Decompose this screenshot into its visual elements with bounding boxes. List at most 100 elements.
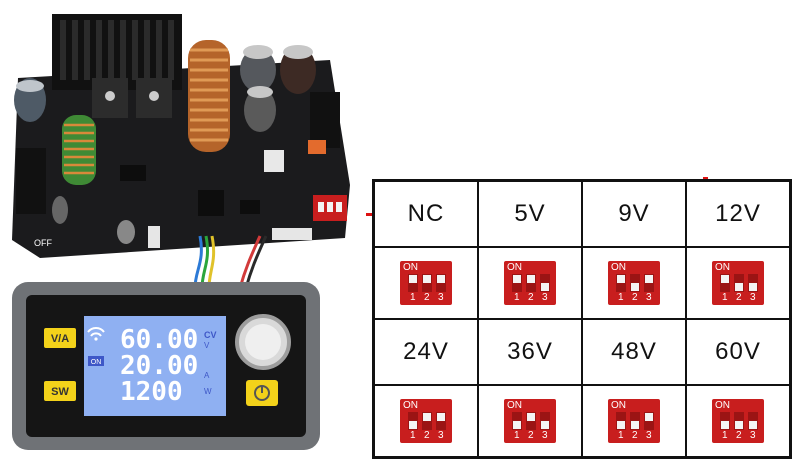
- voltage-readout: 60.00: [120, 325, 198, 355]
- dip-toggle: [512, 274, 522, 292]
- voltage-label: 60V: [715, 338, 761, 365]
- dip-toggle-knob: [423, 413, 431, 421]
- dip-number: 3: [750, 292, 756, 303]
- voltage-label-cell: 24V: [375, 320, 479, 386]
- dip-toggle: [408, 412, 418, 430]
- dip-on-label: ON: [507, 400, 522, 411]
- sw-button-label: SW: [51, 386, 69, 398]
- dip-number: 1: [618, 292, 624, 303]
- dip-number: 1: [514, 292, 520, 303]
- dip-on-label: ON: [403, 400, 418, 411]
- dip-toggle-knob: [617, 421, 625, 429]
- dip-toggle-knob: [721, 421, 729, 429]
- dip-number: 3: [438, 292, 444, 303]
- dip-number: 2: [632, 292, 638, 303]
- unit-w: W: [204, 387, 212, 396]
- dip-number: 1: [410, 292, 416, 303]
- dip-number: 2: [528, 292, 534, 303]
- dip-toggle: [734, 412, 744, 430]
- va-button[interactable]: [44, 328, 76, 348]
- dip-toggle-knob: [617, 275, 625, 283]
- dip-number: 1: [514, 430, 520, 441]
- dip-number: 3: [542, 292, 548, 303]
- dip-toggle: [644, 412, 654, 430]
- dip-toggle-knob: [437, 275, 445, 283]
- voltage-label-cell: 60V: [687, 320, 789, 386]
- power-readout: 1200: [120, 377, 183, 407]
- voltage-label-cell: 9V: [583, 182, 687, 248]
- dip-toggle: [422, 412, 432, 430]
- dip-on-label: ON: [403, 262, 418, 273]
- dip-toggle: [436, 274, 446, 292]
- dip-toggle-knob: [527, 275, 535, 283]
- voltage-label-cell: 36V: [479, 320, 583, 386]
- dip-number: 3: [750, 430, 756, 441]
- dip-number: 2: [632, 430, 638, 441]
- voltage-label-cell: NC: [375, 182, 479, 248]
- dip-toggle-knob: [749, 421, 757, 429]
- dip-toggle-knob: [513, 275, 521, 283]
- dip-toggle: [748, 412, 758, 430]
- board-off-label: OFF: [34, 238, 52, 248]
- dip-on-label: ON: [611, 262, 626, 273]
- dip-toggle-knob: [735, 283, 743, 291]
- voltage-label: 36V: [507, 338, 553, 365]
- dip-toggle-knob: [437, 413, 445, 421]
- dip-number: 1: [410, 430, 416, 441]
- lcd-screen: [84, 316, 226, 416]
- va-button-label: V/A: [51, 333, 69, 345]
- dip-number: 3: [438, 430, 444, 441]
- dip-toggle: [526, 412, 536, 430]
- wifi-icon: [87, 327, 105, 337]
- dip-toggle: [512, 412, 522, 430]
- dip-toggle: [408, 274, 418, 292]
- mode-indicator: CV: [204, 330, 217, 340]
- dip-toggle: [540, 274, 550, 292]
- dip-number: 1: [722, 292, 728, 303]
- dip-toggle: [616, 412, 626, 430]
- current-readout: 20.00: [120, 351, 198, 381]
- voltage-label: 9V: [618, 200, 650, 227]
- dip-toggle-knob: [423, 275, 431, 283]
- voltage-label: 12V: [715, 200, 761, 227]
- dip-number: 2: [424, 430, 430, 441]
- product-illustration: OFF V/A SW ON 60.00 20.00 1200 CV V A W: [12, 14, 350, 450]
- dip-on-label: ON: [715, 400, 730, 411]
- unit-a: A: [204, 371, 210, 380]
- dip-toggle: [644, 274, 654, 292]
- dip-toggle: [616, 274, 626, 292]
- dip-toggle-knob: [527, 413, 535, 421]
- dip-toggle-knob: [721, 275, 729, 283]
- dip-toggle: [526, 274, 536, 292]
- dip-number: 2: [528, 430, 534, 441]
- dip-toggle-knob: [645, 413, 653, 421]
- dip-toggle-knob: [541, 421, 549, 429]
- dip-toggle-knob: [409, 275, 417, 283]
- voltage-label: 24V: [403, 338, 449, 365]
- dip-number: 3: [646, 292, 652, 303]
- dip-number: 3: [542, 430, 548, 441]
- dip-toggle-knob: [541, 283, 549, 291]
- dip-number: 1: [722, 430, 728, 441]
- sw-button[interactable]: [44, 381, 76, 401]
- dip-number: 2: [736, 292, 742, 303]
- dip-toggle-knob: [735, 421, 743, 429]
- dip-number: 3: [646, 430, 652, 441]
- dip-number: 2: [424, 292, 430, 303]
- dip-toggle-knob: [409, 421, 417, 429]
- dip-toggle: [720, 412, 730, 430]
- dip-toggle: [540, 412, 550, 430]
- dip-on-label: ON: [715, 262, 730, 273]
